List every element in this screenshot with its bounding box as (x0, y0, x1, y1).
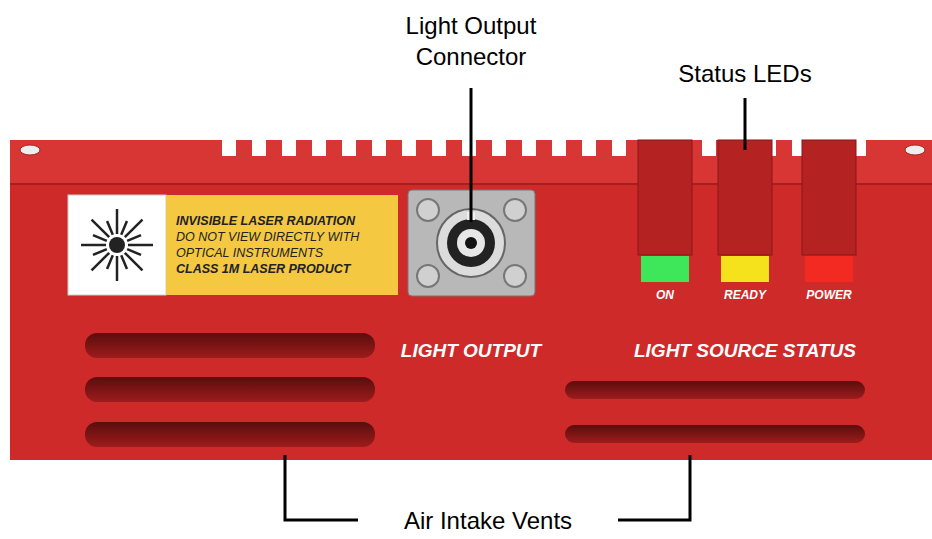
top-notch (252, 140, 266, 156)
starburst-ray (107, 221, 113, 235)
led-slot (802, 140, 856, 255)
laser-starburst-center (109, 237, 125, 253)
starburst-ray (93, 235, 107, 241)
starburst-ray (128, 244, 153, 247)
led-label: ON (656, 288, 674, 302)
warning-label: INVISIBLE LASER RADIATIONDO NOT VIEW DIR… (166, 195, 398, 295)
on-led (641, 256, 689, 282)
housing-front (10, 183, 932, 460)
starburst-ray (127, 235, 141, 241)
top-notch (312, 140, 326, 156)
connector-screw (417, 199, 439, 221)
top-notch (612, 140, 626, 156)
laser-starburst (81, 209, 153, 281)
connector-screw (504, 199, 526, 221)
panel-label: LIGHT SOURCE STATUS (634, 340, 856, 362)
starburst-ray (81, 244, 106, 247)
top-notch (582, 140, 596, 156)
top-notch (552, 140, 566, 156)
leader-bracket (285, 455, 358, 520)
leader-line (470, 88, 473, 222)
led-slot (638, 140, 692, 255)
air-vent (565, 381, 865, 399)
led-slot (718, 140, 772, 255)
starburst-ray (121, 255, 127, 269)
top-notch (492, 140, 506, 156)
air-vent (85, 377, 375, 402)
led-label: POWER (806, 288, 851, 302)
top-notch (372, 140, 386, 156)
top-notch (342, 140, 356, 156)
top-notch (522, 140, 536, 156)
leader-bracket (618, 455, 690, 520)
callout-label: Light Output Connector (371, 10, 571, 72)
starburst-ray (127, 249, 141, 255)
connector-core (465, 237, 477, 249)
ready-led (721, 256, 769, 282)
air-vent (85, 333, 375, 358)
connector-screw (417, 265, 439, 287)
air-vent (565, 425, 865, 443)
laser-symbol-panel (68, 195, 166, 295)
starburst-ray (93, 249, 107, 255)
starburst-ray (116, 256, 119, 281)
warning-text: INVISIBLE LASER RADIATION (176, 213, 390, 229)
warning-text: CLASS 1M LASER PRODUCT (176, 261, 390, 277)
top-notch (222, 140, 236, 156)
led-label: READY (724, 288, 766, 302)
corner-screw (905, 145, 925, 155)
starburst-ray (107, 255, 113, 269)
connector-screw (504, 265, 526, 287)
air-vent (85, 422, 375, 447)
top-notch (402, 140, 416, 156)
starburst-ray (121, 221, 127, 235)
top-notch (432, 140, 446, 156)
top-notch (462, 140, 476, 156)
connector-ferrule (457, 229, 485, 257)
top-notch (282, 140, 296, 156)
callout-label: Air Intake Vents (404, 505, 572, 536)
leader-line (744, 98, 747, 150)
top-notch (702, 140, 716, 156)
connector-ring (447, 219, 495, 267)
callout-label: Status LEDs (678, 58, 811, 89)
power-led (805, 256, 853, 282)
warning-text: DO NOT VIEW DIRECTLY WITH OPTICAL INSTRU… (176, 229, 390, 261)
starburst-ray (116, 209, 119, 234)
corner-screw (20, 145, 40, 155)
panel-label: LIGHT OUTPUT (401, 340, 541, 362)
